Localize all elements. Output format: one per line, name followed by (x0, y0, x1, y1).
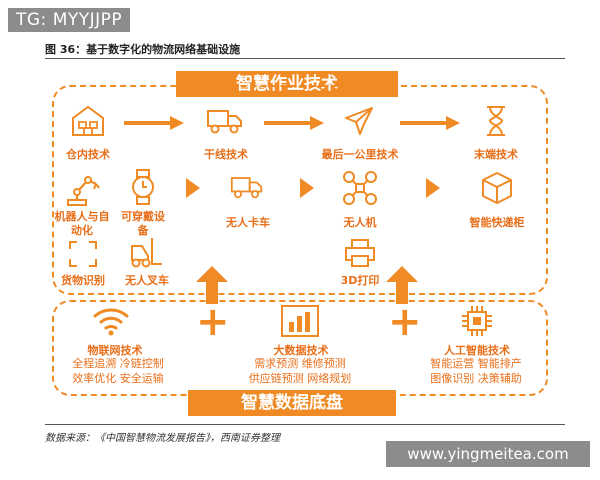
ai-line-2: 图像识别 决策辅助 (430, 372, 522, 385)
label-warehouse: 仓内技术 (66, 148, 110, 161)
label-locker: 智能快递柜 (469, 216, 525, 229)
label-forklift: 无人叉车 (125, 274, 169, 287)
iot-title: 物联网技术 (87, 344, 143, 357)
bigdata-line-2: 供应链预测 网络规划 (248, 372, 352, 385)
iot-line-2: 效率优化 安全运输 (72, 372, 164, 385)
robot-arm-icon (67, 176, 100, 206)
airplane-icon (345, 107, 373, 135)
label-drone: 无人机 (343, 216, 377, 229)
label-unmanned-truck: 无人卡车 (226, 216, 270, 229)
iot-line-1: 全程追溯 冷链控制 (72, 357, 164, 370)
truck-icon (207, 110, 242, 134)
ai-title: 人工智能技术 (444, 344, 510, 357)
hourglass-icon (487, 106, 505, 136)
label-terminal: 末端技术 (474, 148, 518, 161)
chevron-right-icon (426, 178, 440, 198)
label-3d-printing: 3D打印 (340, 274, 380, 287)
up-arrow-left (196, 266, 228, 304)
plus-right: + (388, 299, 422, 345)
chip-icon (462, 306, 492, 336)
watermark-bottom: www.yingmeitea.com (386, 441, 590, 467)
forklift-icon (131, 238, 162, 268)
label-trunk: 干线技术 (204, 148, 248, 161)
wifi-icon (93, 308, 129, 336)
bottom-banner: 智慧数据底盘 (188, 390, 396, 416)
watermark-top: TG: MYYJJPP (8, 8, 131, 32)
up-arrow-right (386, 266, 418, 304)
ops-box (52, 85, 548, 295)
top-banner: 智慧作业技术 (176, 71, 398, 97)
scan-icon (69, 241, 97, 267)
source-note: 数据来源：《中国智慧物流发展报告》，西南证券整理 (45, 433, 280, 444)
unmanned-truck-icon (230, 177, 263, 199)
drone-icon (343, 171, 377, 205)
label-last-mile: 最后一公里技术 (321, 148, 399, 161)
source-rule (45, 424, 565, 425)
flow-arrow-1 (124, 116, 184, 130)
flow-arrow-3 (400, 116, 460, 130)
warehouse-icon (72, 105, 104, 136)
ai-line-1: 智能运营 智能排产 (430, 357, 522, 370)
chevron-right-icon (186, 178, 200, 198)
plus-left: + (196, 299, 230, 345)
title-rule (45, 58, 565, 59)
flow-arrow-2 (264, 116, 324, 130)
bar-chart-icon (281, 305, 319, 337)
figure-title: 图 36：基于数字化的物流网络基础设施 (45, 43, 241, 56)
bigdata-line-1: 需求预测 维修预测 (254, 357, 346, 370)
label-goods-id: 货物识别 (61, 274, 105, 287)
bigdata-title: 大数据技术 (273, 344, 329, 357)
label-wearable: 可穿戴设备 (121, 210, 165, 237)
printer-icon (345, 239, 375, 267)
package-icon (482, 172, 512, 204)
chevron-right-icon (300, 178, 314, 198)
label-robot: 机器人与自动化 (54, 210, 110, 237)
watch-icon (132, 169, 154, 205)
